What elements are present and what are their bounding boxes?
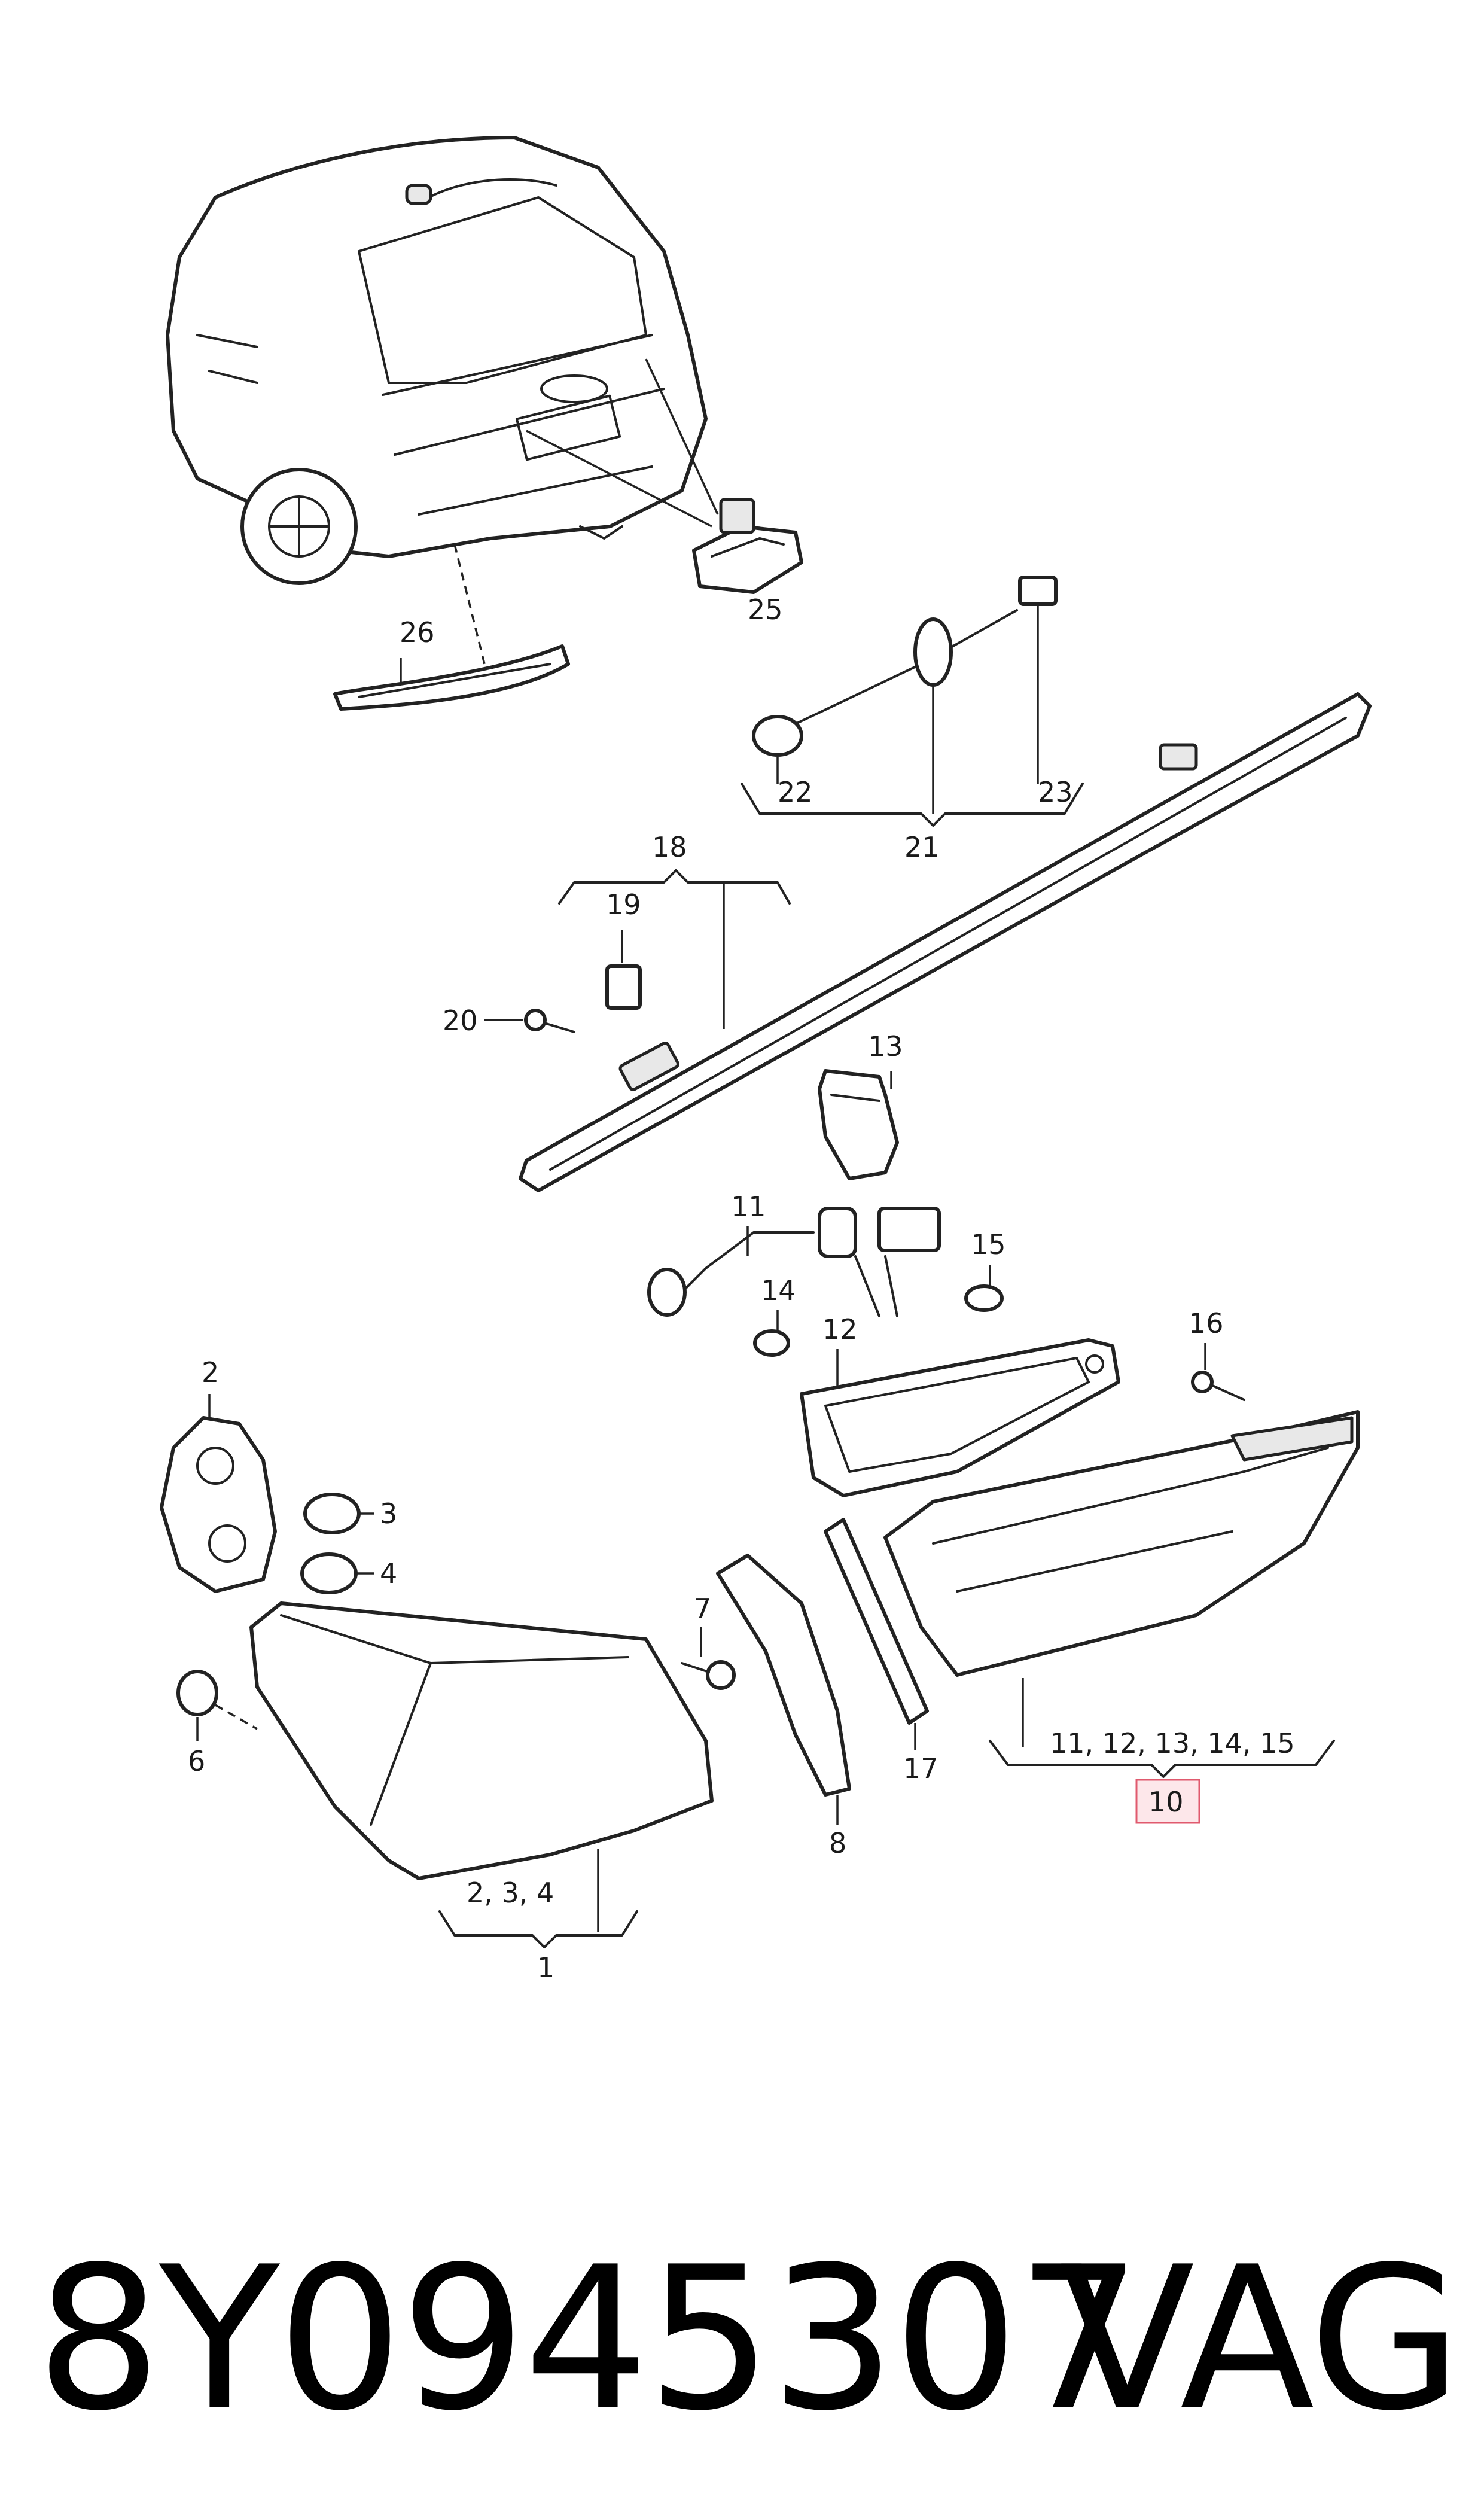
part-25-plate-light (692, 498, 803, 594)
callout-26: 26 (400, 616, 435, 648)
part-15-bulb (964, 1284, 1004, 1312)
part-11-wiring (647, 1207, 941, 1317)
part-6-grommet (176, 1670, 258, 1730)
callout-22: 22 (778, 776, 813, 808)
bracket-21 (741, 783, 1084, 827)
part-18-light-bar (519, 692, 1372, 1192)
leader-26 (453, 544, 486, 665)
callout-11: 11 (731, 1191, 766, 1223)
part-2-bulb-holder (160, 1416, 277, 1593)
callout-group-1: 2, 3, 4 (467, 1877, 554, 1909)
part-20-screw (524, 1009, 575, 1033)
part-12-gasket (800, 1338, 1120, 1497)
part-7-screw (681, 1660, 736, 1690)
part-16-screw (1191, 1371, 1245, 1401)
callout-17: 17 (903, 1752, 938, 1785)
part-14-bulb (753, 1329, 790, 1357)
callout-16: 16 (1189, 1307, 1224, 1339)
leader-25b (645, 358, 719, 515)
part-21-harness (752, 576, 1058, 757)
bracket-10 (989, 1740, 1335, 1778)
callout-14: 14 (761, 1274, 796, 1307)
callout-23: 23 (1038, 776, 1073, 808)
car-rear-illustration (166, 136, 708, 585)
part-4-bulb (300, 1552, 374, 1594)
callout-18: 18 (652, 831, 687, 863)
part-3-bulb (303, 1493, 374, 1534)
part-19-clip (605, 964, 642, 1010)
callout-6: 6 (188, 1745, 205, 1777)
callout-21: 21 (904, 831, 940, 863)
highlight-box-10 (1135, 1779, 1200, 1824)
brand-name: VAG (1059, 2224, 1462, 2454)
part-1-outer-lamp (249, 1601, 714, 1880)
part-17-strip (824, 1518, 929, 1725)
callout-12: 12 (822, 1313, 858, 1345)
callout-group-10: 11, 12, 13, 14, 15 (1050, 1727, 1295, 1759)
part-number-footer: 8Y0945307 VAG (36, 2213, 1462, 2465)
callout-13: 13 (868, 1030, 903, 1062)
callout-3: 3 (380, 1497, 397, 1530)
leader-25 (526, 430, 712, 528)
part-13-bracket (818, 1069, 899, 1180)
callout-4: 4 (380, 1557, 397, 1590)
part-number: 8Y0945307 (36, 2224, 1142, 2454)
callout-2: 2 (202, 1356, 219, 1389)
callout-20: 20 (443, 1004, 478, 1037)
callout-8: 8 (829, 1827, 846, 1859)
part-8-cover (716, 1554, 851, 1797)
exploded-parts-diagram: 26 25 22 23 21 18 19 20 13 11 15 14 12 1… (160, 136, 1372, 1984)
callout-7: 7 (694, 1593, 711, 1625)
callout-25: 25 (748, 593, 783, 626)
callout-15: 15 (971, 1228, 1006, 1260)
callout-10: 10 (1148, 1786, 1184, 1818)
part-26-reflector (333, 644, 570, 711)
bracket-18 (558, 869, 791, 905)
bracket-1 (438, 1910, 638, 1948)
part-10-inner-lamp (883, 1410, 1360, 1677)
callout-19: 19 (606, 888, 641, 921)
callout-1: 1 (537, 1951, 554, 1984)
